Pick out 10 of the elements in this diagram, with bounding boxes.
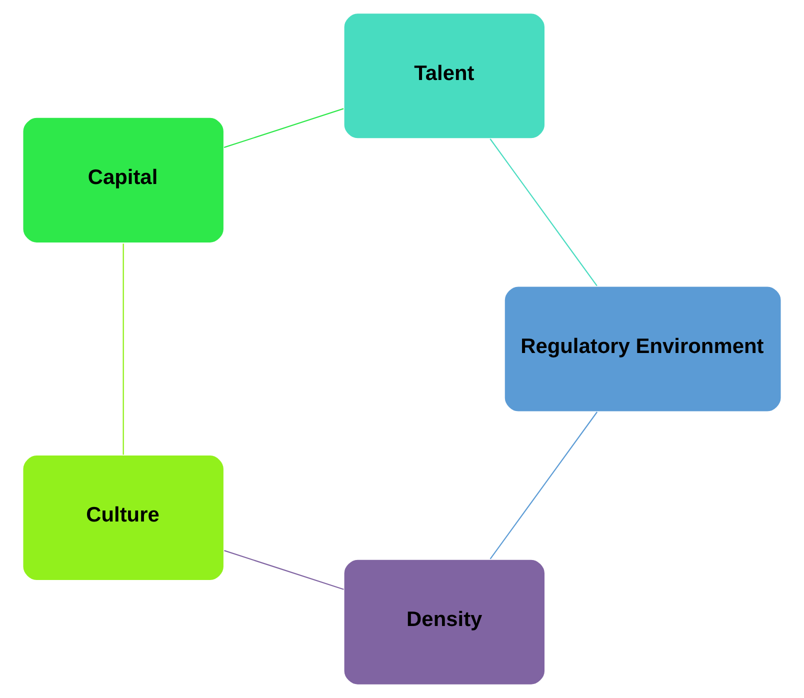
connector	[224, 550, 344, 590]
connector	[122, 244, 124, 455]
node-box: Density	[343, 558, 546, 686]
connector	[224, 108, 344, 148]
node-box: Capital	[22, 116, 225, 244]
node-box: Culture	[22, 454, 225, 582]
connector	[490, 138, 598, 286]
node-box: Regulatory Environment	[504, 286, 782, 412]
node-box: Talent	[343, 12, 546, 140]
connector	[490, 412, 598, 560]
